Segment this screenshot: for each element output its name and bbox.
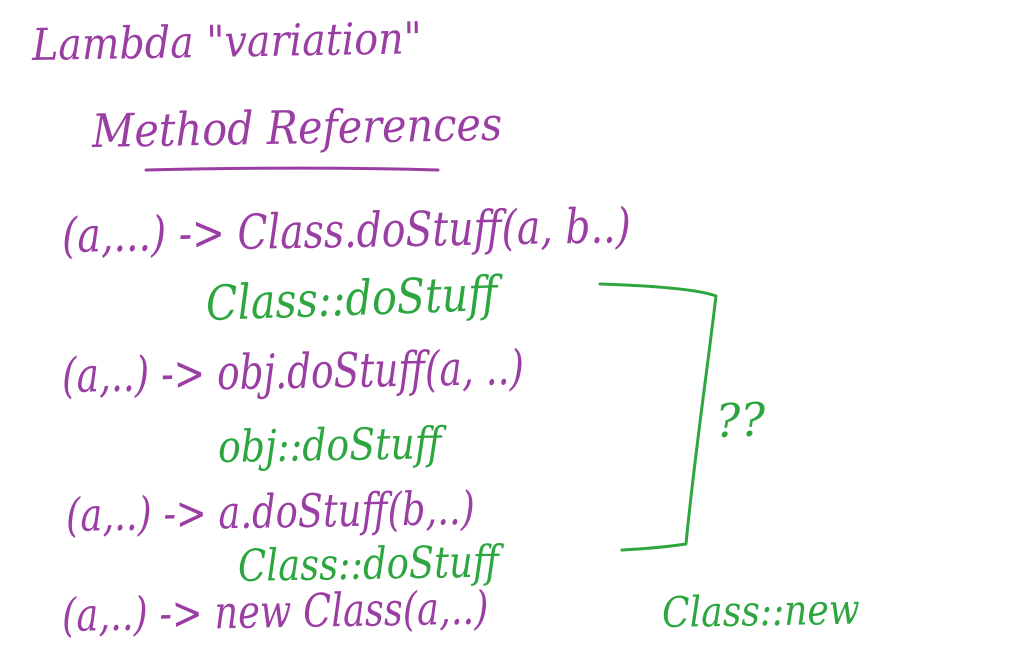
reference-instance-method: obj::doStuff	[217, 418, 442, 473]
lambda-arbitrary-object-method: (a,..) -> a.doStuff(b,..)	[65, 480, 476, 542]
page-subtitle: Method References	[91, 96, 503, 158]
lambda-static-method: (a,...) -> Class.doStuff(a, b..)	[61, 198, 632, 264]
subtitle-underline	[144, 166, 440, 172]
grouping-bracket	[598, 282, 718, 552]
reference-constructor: Class::new	[661, 584, 861, 637]
reference-static-method: Class::doStuff	[205, 265, 499, 332]
page-title: Lambda "variation"	[31, 13, 423, 71]
lambda-constructor: (a,..) -> new Class(a,..)	[61, 580, 489, 642]
lambda-instance-method: (a,..) -> obj.doStuff(a, ..)	[61, 339, 525, 404]
question-marks: ??	[715, 392, 767, 448]
